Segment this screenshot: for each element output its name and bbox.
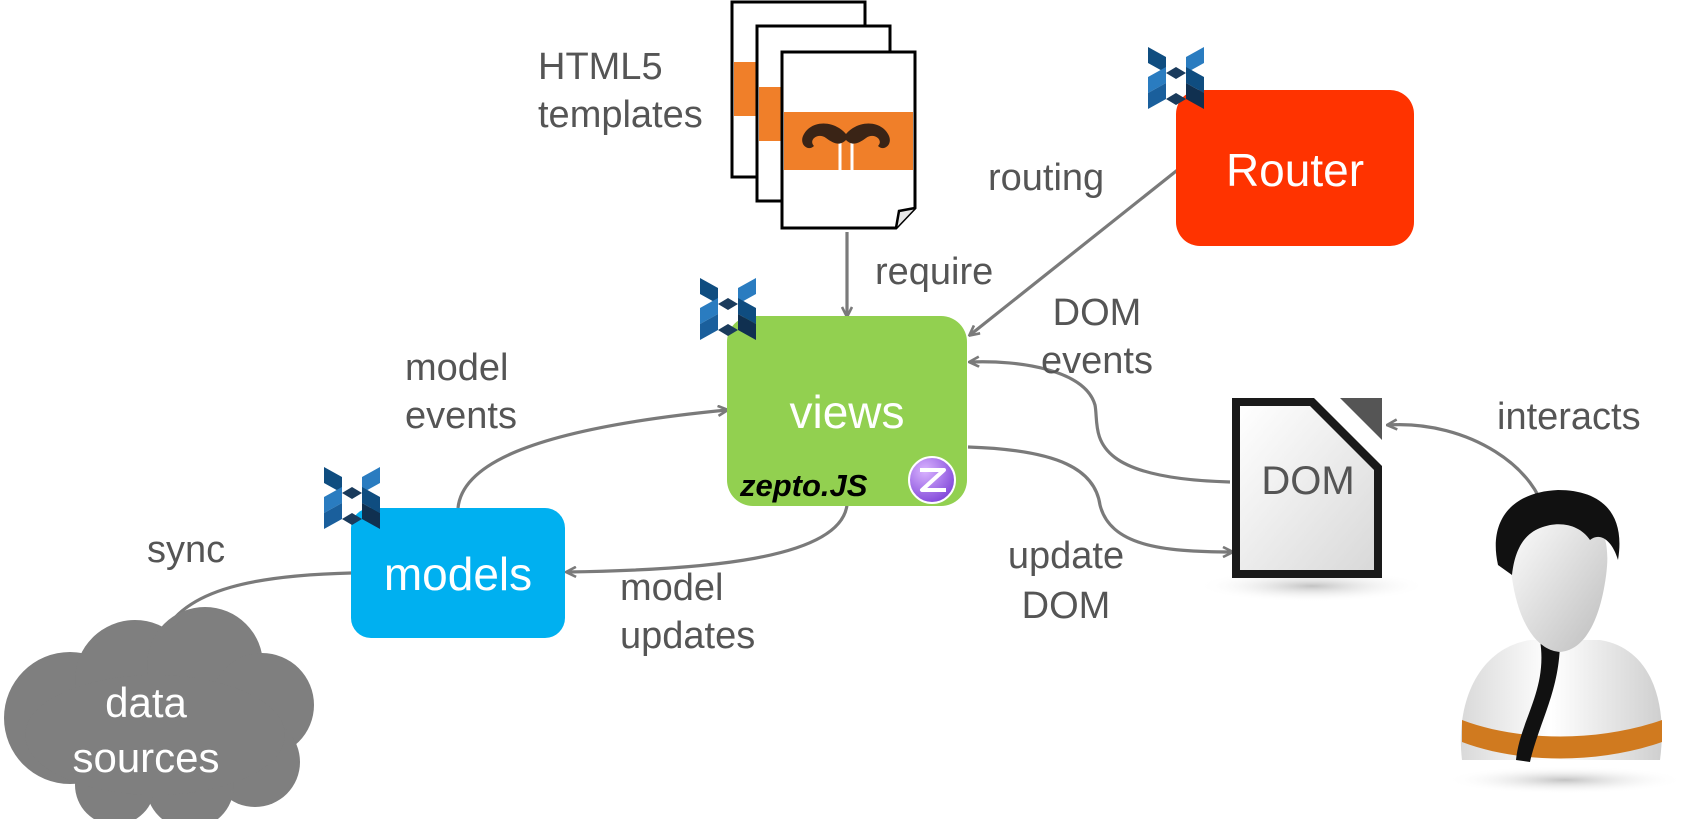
arrows [160,166,1547,645]
mustache-icon [802,123,890,149]
zepto-library-label: zepto.JS [739,468,868,503]
model-events-label-line2: events [405,395,517,437]
document-icon [1232,398,1382,578]
router-box [1176,90,1414,246]
model-updates-label-line2: updates [620,615,755,657]
sync-label: sync [147,529,225,571]
backbone-logo-icon [700,278,756,340]
dom-node: DOM [1197,398,1427,602]
backbone-logo-icon [324,467,380,529]
update-dom-label-line1: update [1008,535,1124,577]
views-box [727,316,967,506]
views-label: views [789,386,904,438]
views-node: views zepto.JS [700,278,967,506]
model-updates-label-line1: model [620,567,724,609]
interacts-label: interacts [1497,396,1641,438]
zepto-logo-icon [908,456,956,504]
update-dom-label-line2: DOM [1022,585,1111,627]
dom-label: DOM [1261,459,1354,503]
models-box [351,508,565,638]
html5-templates-node: HTML5 templates [538,0,917,230]
cloud-shape [4,607,314,819]
backbone-logo-icon [1148,47,1204,109]
data-sources-label-line2: sources [72,734,219,781]
dom-events-arrow [970,362,1231,484]
router-label: Router [1226,144,1364,196]
data-sources-node: data sources [4,607,314,819]
dom-events-label-line2: events [1041,340,1153,382]
model-events-label-line1: model [405,347,509,389]
router-node: Router [1148,47,1414,246]
data-sources-label-line1: data [105,679,187,726]
models-label: models [384,548,532,600]
routing-arrow [970,166,1181,335]
templates-label-line1: HTML5 [538,46,663,88]
dom-events-label-line1: DOM [1053,292,1142,334]
update-dom-arrow [967,445,1232,552]
templates-label-line2: templates [538,94,703,136]
model-updates-arrow [567,504,849,572]
require-label: require [875,251,993,293]
edge-labels: routing require DOM events interacts mod… [147,157,1641,657]
model-events-arrow [456,410,727,509]
template-page-front [780,50,917,230]
user-icon [1445,490,1685,794]
routing-label: routing [988,157,1104,199]
models-node: models [324,467,565,638]
